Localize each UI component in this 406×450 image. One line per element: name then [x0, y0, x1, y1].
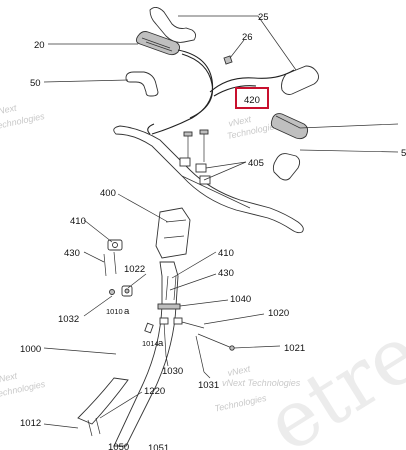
fasteners-part-1220 — [87, 417, 101, 437]
callout-1021: 1021 — [284, 343, 305, 354]
bolt-part-1020 — [173, 317, 205, 329]
highlight-box-420 — [235, 87, 269, 109]
watermark-inline: vNext Technologies — [222, 378, 301, 388]
callout-26: 26 — [242, 32, 253, 43]
callout-1051: 1051 — [148, 443, 169, 450]
callout-1040: 1040 — [230, 294, 251, 305]
leader-lines — [43, 15, 399, 429]
callout-430-right: 430 — [218, 268, 234, 279]
callout-1220: 1220 — [144, 386, 165, 397]
callout-1032: 1032 — [58, 314, 79, 325]
callout-405: 405 — [248, 158, 264, 169]
callout-20: 20 — [34, 40, 45, 51]
callout-5: 5 — [401, 148, 406, 159]
callout-1010-a: a — [124, 306, 130, 317]
callout-1030: 1030 — [162, 366, 183, 377]
bolt-part-1030 — [159, 317, 169, 357]
callout-410-left: 410 — [70, 216, 86, 227]
clamp-part-410-right — [157, 275, 181, 310]
bolt-part-1031 — [195, 335, 205, 373]
handlebar-part-400 — [113, 125, 304, 234]
callout-1010: 1010 — [106, 307, 123, 316]
elbow-part-50 — [125, 71, 159, 97]
grip-part-5 — [270, 113, 309, 140]
grip-part-20 — [135, 31, 181, 56]
callout-25: 25 — [258, 12, 269, 23]
sleeve-part-1014 — [144, 322, 154, 334]
callout-420: 420 — [244, 95, 260, 106]
bolts-part-405 — [179, 129, 211, 185]
callout-1020: 1020 — [268, 308, 289, 319]
callout-410-right: 410 — [218, 248, 234, 259]
callout-1031: 1031 — [198, 380, 219, 391]
callout-50: 50 — [30, 78, 41, 89]
callout-1014-a: a — [158, 338, 164, 349]
callout-400: 400 — [100, 188, 116, 199]
bolt-part-1032 — [109, 289, 115, 295]
svg-text:vNext: vNext — [227, 114, 252, 129]
bolts-part-430-left — [103, 251, 117, 277]
svg-text:vNext: vNext — [0, 102, 18, 117]
callout-1022: 1022 — [124, 264, 145, 275]
callout-1012: 1012 — [20, 418, 41, 429]
wire-harness-part-420 — [147, 49, 295, 135]
callout-430-left: 430 — [64, 248, 80, 259]
callout-1014: 1014 — [142, 339, 159, 348]
watermark-bottom-left: vNext Technologies — [0, 370, 47, 399]
callout-1000: 1000 — [20, 344, 41, 355]
grip-cap — [272, 153, 301, 181]
bolt-part-1021 — [197, 333, 235, 351]
svg-text:vNext: vNext — [0, 370, 18, 385]
svg-text:vNext: vNext — [227, 363, 252, 378]
svg-text:Technologies: Technologies — [214, 393, 268, 414]
riser-part-400 — [155, 207, 191, 259]
clamp-part-410-left — [107, 239, 123, 251]
hose-part-25 — [149, 7, 319, 95]
nut-part-1010 — [121, 285, 133, 297]
watermark-top-left: vNext Technologies — [0, 102, 46, 131]
callout-1050: 1050 — [108, 442, 129, 450]
